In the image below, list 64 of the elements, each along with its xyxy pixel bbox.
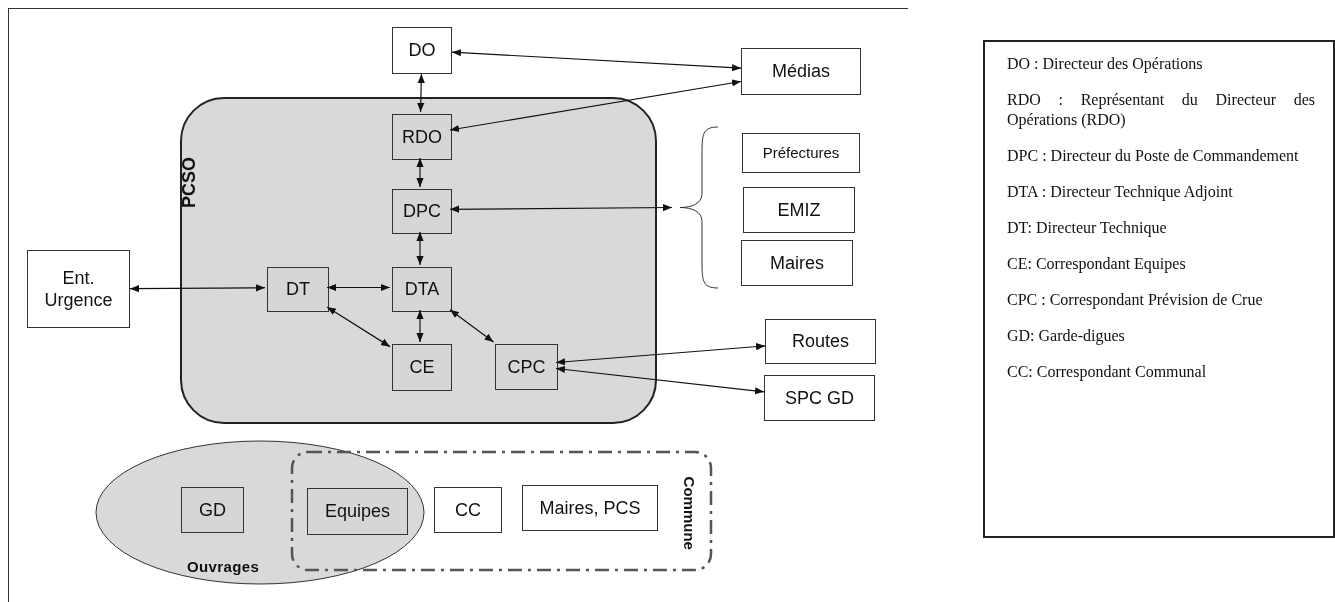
arrow (326, 306, 391, 348)
area-label: PCSO (178, 157, 200, 208)
role-label: RDO (402, 125, 442, 149)
role-box (765, 319, 876, 364)
role-label: Ent. Urgence (43, 266, 114, 312)
definition-text: GD: Garde-digues (1007, 326, 1126, 346)
arrow (129, 284, 266, 293)
role-box (307, 488, 408, 535)
role-label: DTA (404, 278, 440, 301)
definition-text: DTA : Directeur Technique Adjoint (1007, 182, 1234, 202)
role-box (392, 189, 452, 234)
role-label: Routes (791, 330, 849, 353)
role-box (764, 375, 875, 421)
role-label: DT (286, 278, 310, 301)
definition-text: RDO : Représentant du Directeur des Opérations (RDO) (1007, 90, 1315, 130)
role-label: Equipes (324, 500, 391, 523)
arrow (326, 283, 391, 292)
arrow (449, 203, 673, 213)
role-box (742, 133, 860, 173)
role-label: GD (199, 498, 226, 522)
role-box (522, 485, 658, 531)
role-box (392, 267, 452, 312)
role-label: CE (409, 356, 435, 379)
role-label: CPC (507, 355, 546, 379)
role-box (434, 487, 502, 533)
role-label: Maires, PCS (539, 496, 641, 520)
arrow (416, 231, 424, 266)
command-post-area (180, 97, 657, 424)
role-label: DO (408, 39, 436, 62)
definition-text: CPC : Correspondant Prévision de Crue (1007, 290, 1264, 310)
role-box (181, 487, 244, 533)
role-label: Préfectures (762, 143, 840, 163)
arrow (416, 157, 424, 188)
role-label: SPC GD (785, 386, 854, 410)
arrow (555, 343, 766, 366)
role-label: Maires (770, 251, 824, 275)
role-box (743, 187, 855, 233)
arrow (449, 309, 495, 343)
role-label: EMIZ (777, 198, 821, 222)
role-box (392, 344, 452, 391)
definition-text: CC: Correspondant Communal (1007, 362, 1208, 382)
area-label: Ouvrages (187, 557, 260, 577)
definition-text: DPC : Directeur du Poste de Commandement (1007, 146, 1300, 166)
role-box (392, 27, 452, 74)
commune-dashed-area (290, 450, 713, 572)
role-box (267, 267, 329, 312)
arrow (449, 79, 742, 133)
definition-text: CE: Correspondant Equipes (1007, 254, 1187, 274)
role-label: DPC (403, 200, 441, 223)
role-box (392, 114, 452, 160)
role-box (495, 344, 558, 390)
role-label: Médias (772, 60, 830, 83)
arrow (417, 73, 425, 113)
arrow (451, 49, 742, 72)
role-box (27, 250, 130, 328)
area-label: Commune (679, 476, 699, 550)
definitions-panel (983, 40, 1335, 538)
role-label: CC (455, 498, 481, 522)
definition-text: DO : Directeur des Opérations (1007, 54, 1204, 74)
definition-text: DT: Directeur Technique (1007, 218, 1168, 238)
role-box (741, 240, 853, 286)
role-box (741, 48, 861, 95)
arrow (416, 309, 424, 343)
arrow (555, 365, 765, 395)
